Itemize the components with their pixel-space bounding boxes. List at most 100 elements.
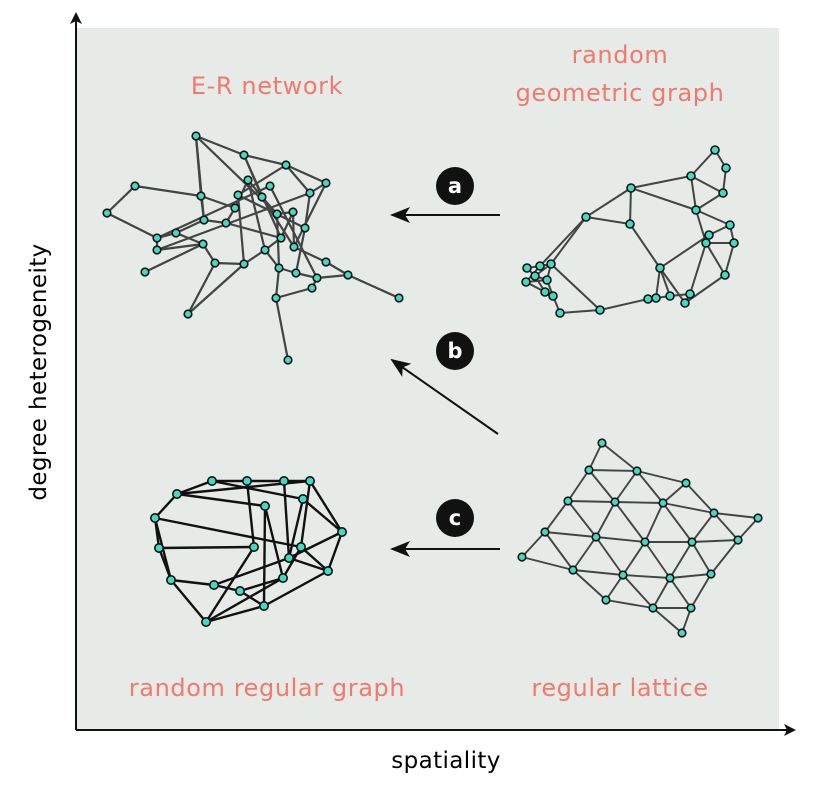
- er-node: [312, 273, 322, 283]
- er-node: [221, 218, 231, 228]
- er-node: [239, 150, 249, 160]
- lattice-node: [686, 603, 696, 613]
- marker-b: b: [436, 332, 474, 370]
- er-node: [243, 175, 253, 185]
- lattice-edge: [544, 531, 574, 571]
- er-node: [265, 181, 275, 191]
- lattice-edge: [614, 470, 638, 503]
- er-node: [343, 270, 353, 280]
- lattice-edge: [713, 512, 759, 519]
- lattice-node: [563, 496, 573, 506]
- lattice-edge: [567, 500, 616, 503]
- lattice-edge: [662, 502, 693, 543]
- rrg-edge: [169, 578, 208, 624]
- lattice-edge: [622, 574, 671, 579]
- rrg-edge: [204, 576, 285, 624]
- er-edge: [303, 191, 312, 230]
- lattice-edge: [669, 573, 712, 579]
- rrg-node: [150, 512, 161, 523]
- lattice-edge: [544, 500, 569, 533]
- rrg-edge: [153, 516, 303, 549]
- rrg-edge: [326, 530, 344, 573]
- lattice-node: [658, 498, 668, 508]
- er-edge: [279, 210, 295, 240]
- rrg-edge: [262, 504, 267, 608]
- rrg-node: [209, 579, 220, 590]
- er-edge: [246, 178, 267, 252]
- er-edge: [346, 273, 401, 300]
- lattice-edge: [644, 541, 671, 579]
- rgg-edge: [539, 216, 587, 267]
- er-edge: [242, 153, 288, 167]
- er-node: [394, 293, 404, 303]
- lattice-edge: [614, 501, 664, 504]
- regular-lattice-graph: [517, 438, 763, 638]
- rrg-edge: [157, 545, 256, 550]
- rgg-edge: [655, 267, 661, 299]
- rgg-node: [691, 205, 701, 215]
- lattice-edge: [572, 536, 597, 571]
- rgg-edge: [695, 192, 724, 211]
- lattice-edge: [605, 574, 624, 601]
- lattice-node: [648, 603, 658, 613]
- er-node: [257, 192, 267, 202]
- lattice-node: [681, 478, 691, 488]
- er-edge: [315, 273, 350, 280]
- rrg-node: [166, 574, 177, 585]
- lattice-edge: [691, 512, 715, 543]
- er-node: [291, 268, 301, 278]
- lattice-node: [687, 537, 697, 547]
- er-node: [198, 239, 208, 249]
- er-node: [300, 223, 310, 233]
- rrg-edge: [282, 479, 291, 560]
- rgg-edge: [690, 175, 697, 211]
- rgg-node: [548, 291, 558, 301]
- er-edge: [155, 191, 312, 252]
- rgg-node: [701, 238, 711, 248]
- marker-b-text: b: [447, 339, 462, 363]
- er-edge: [268, 184, 319, 280]
- er-edge: [236, 163, 288, 197]
- rrg-edge: [299, 479, 312, 549]
- er-edge: [284, 163, 328, 185]
- lattice-edge: [652, 607, 683, 634]
- rrg-edge: [175, 479, 214, 496]
- er-edge: [291, 210, 296, 249]
- lattice-edge: [605, 599, 654, 609]
- x-axis-label: spatiality: [391, 748, 501, 774]
- lattice-edge: [567, 469, 590, 502]
- rrg-node: [277, 572, 288, 583]
- er-node: [191, 131, 201, 141]
- lattice-edge: [601, 442, 638, 472]
- lattice-edge: [572, 569, 607, 601]
- lattice-node: [584, 465, 594, 475]
- rgg-node: [626, 183, 636, 193]
- rrg-edge: [287, 497, 305, 560]
- rgg-node: [542, 275, 552, 285]
- lattice-edge: [713, 512, 739, 541]
- rrg-node: [242, 475, 253, 486]
- rgg-node: [729, 238, 739, 248]
- rgg-node: [595, 305, 605, 315]
- lattice-edge: [595, 536, 624, 576]
- lattice-edge: [521, 556, 574, 571]
- lattice-node: [517, 552, 527, 562]
- er-edge: [186, 262, 246, 316]
- er-edge: [274, 296, 290, 362]
- er-edge: [294, 226, 307, 275]
- er-node: [199, 215, 209, 225]
- rgg-edge: [659, 267, 686, 304]
- er-edge: [292, 181, 328, 249]
- lattice-edge: [544, 531, 597, 538]
- rrg-edge: [169, 578, 216, 587]
- plot-background: [76, 28, 779, 729]
- rgg-edge: [705, 242, 726, 276]
- lattice-edge: [636, 470, 687, 484]
- rrg-node: [172, 488, 183, 499]
- marker-a-text: a: [448, 174, 462, 198]
- lattice-edge: [737, 517, 759, 541]
- rrg-edge: [281, 545, 303, 580]
- lattice-node: [677, 628, 687, 638]
- rgg-node: [655, 263, 665, 273]
- rgg-node: [721, 163, 731, 173]
